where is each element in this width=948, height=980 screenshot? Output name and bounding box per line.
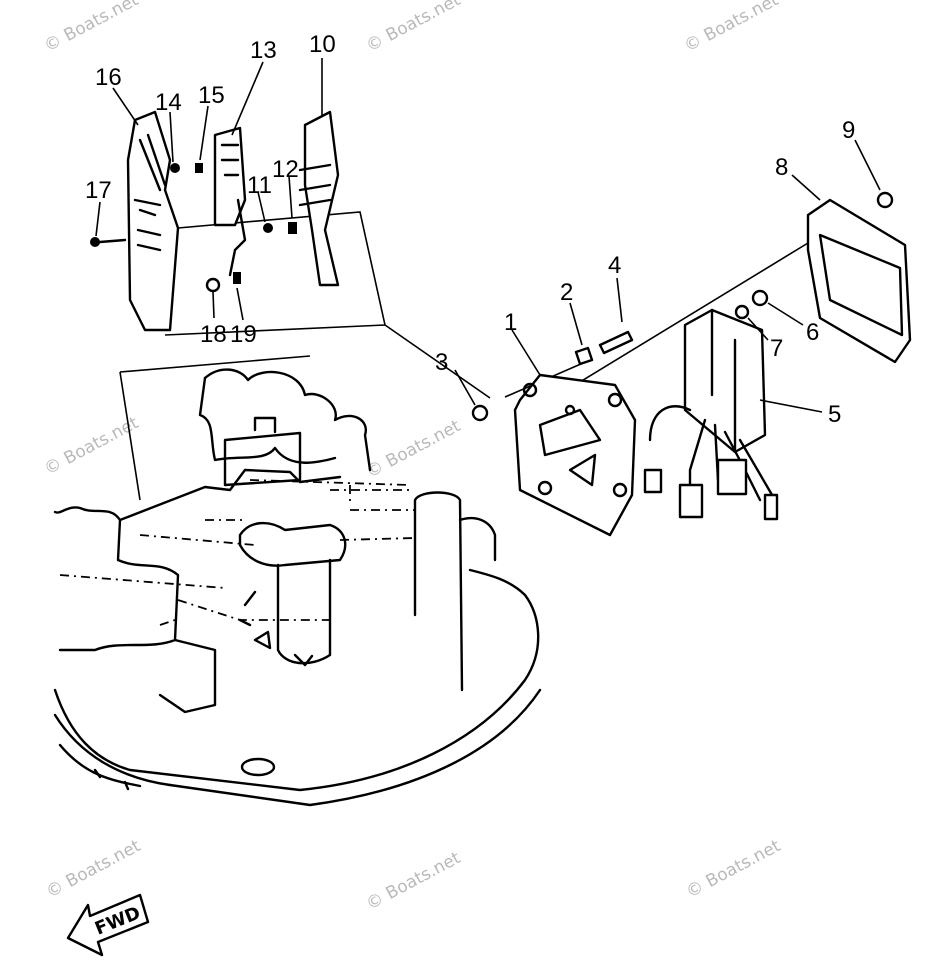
watermark: © Boats.net (41, 0, 142, 56)
part-label-4: 4 (608, 252, 621, 279)
part-13-plate (213, 126, 247, 277)
part-label-17: 17 (85, 177, 112, 204)
part-label-18: 18 (200, 321, 227, 348)
part-label-11: 11 (247, 172, 272, 199)
part-label-15: 15 (198, 82, 225, 109)
part-label-13: 13 (250, 37, 277, 64)
watermark: © Boats.net (363, 848, 464, 915)
part-label-10: 10 (309, 31, 336, 58)
forward-direction-arrow: FWD (66, 893, 150, 957)
part-label-7: 7 (770, 335, 783, 362)
part-10-bracket (298, 110, 340, 287)
watermark: © Boats.net (41, 413, 142, 480)
watermark: © Boats.net (363, 416, 464, 483)
part-label-3: 3 (435, 349, 448, 376)
part-label-1: 1 (504, 309, 517, 336)
part-5-module (643, 308, 779, 521)
part-8-cover (806, 198, 912, 364)
part-1-plate (513, 373, 637, 537)
watermark: © Boats.net (681, 0, 782, 56)
engine-outline (53, 368, 542, 807)
part-16-cover (126, 110, 180, 332)
part-label-14: 14 (155, 89, 182, 116)
part-label-9: 9 (842, 117, 855, 144)
part-label-12: 12 (272, 156, 299, 183)
part-label-19: 19 (230, 321, 257, 348)
leader-lines (95, 58, 881, 413)
watermark: © Boats.net (683, 836, 784, 903)
small-hardware (90, 163, 894, 422)
part-label-6: 6 (806, 319, 819, 346)
part-labels: 1 2 3 4 5 6 7 8 9 10 11 12 13 14 15 16 1… (85, 31, 855, 428)
watermark: © Boats.net (43, 836, 144, 903)
watermark: © Boats.net (363, 0, 464, 56)
part-label-8: 8 (775, 154, 788, 181)
part-label-2: 2 (560, 279, 573, 306)
part-label-16: 16 (95, 64, 122, 91)
part-label-5: 5 (828, 401, 841, 428)
